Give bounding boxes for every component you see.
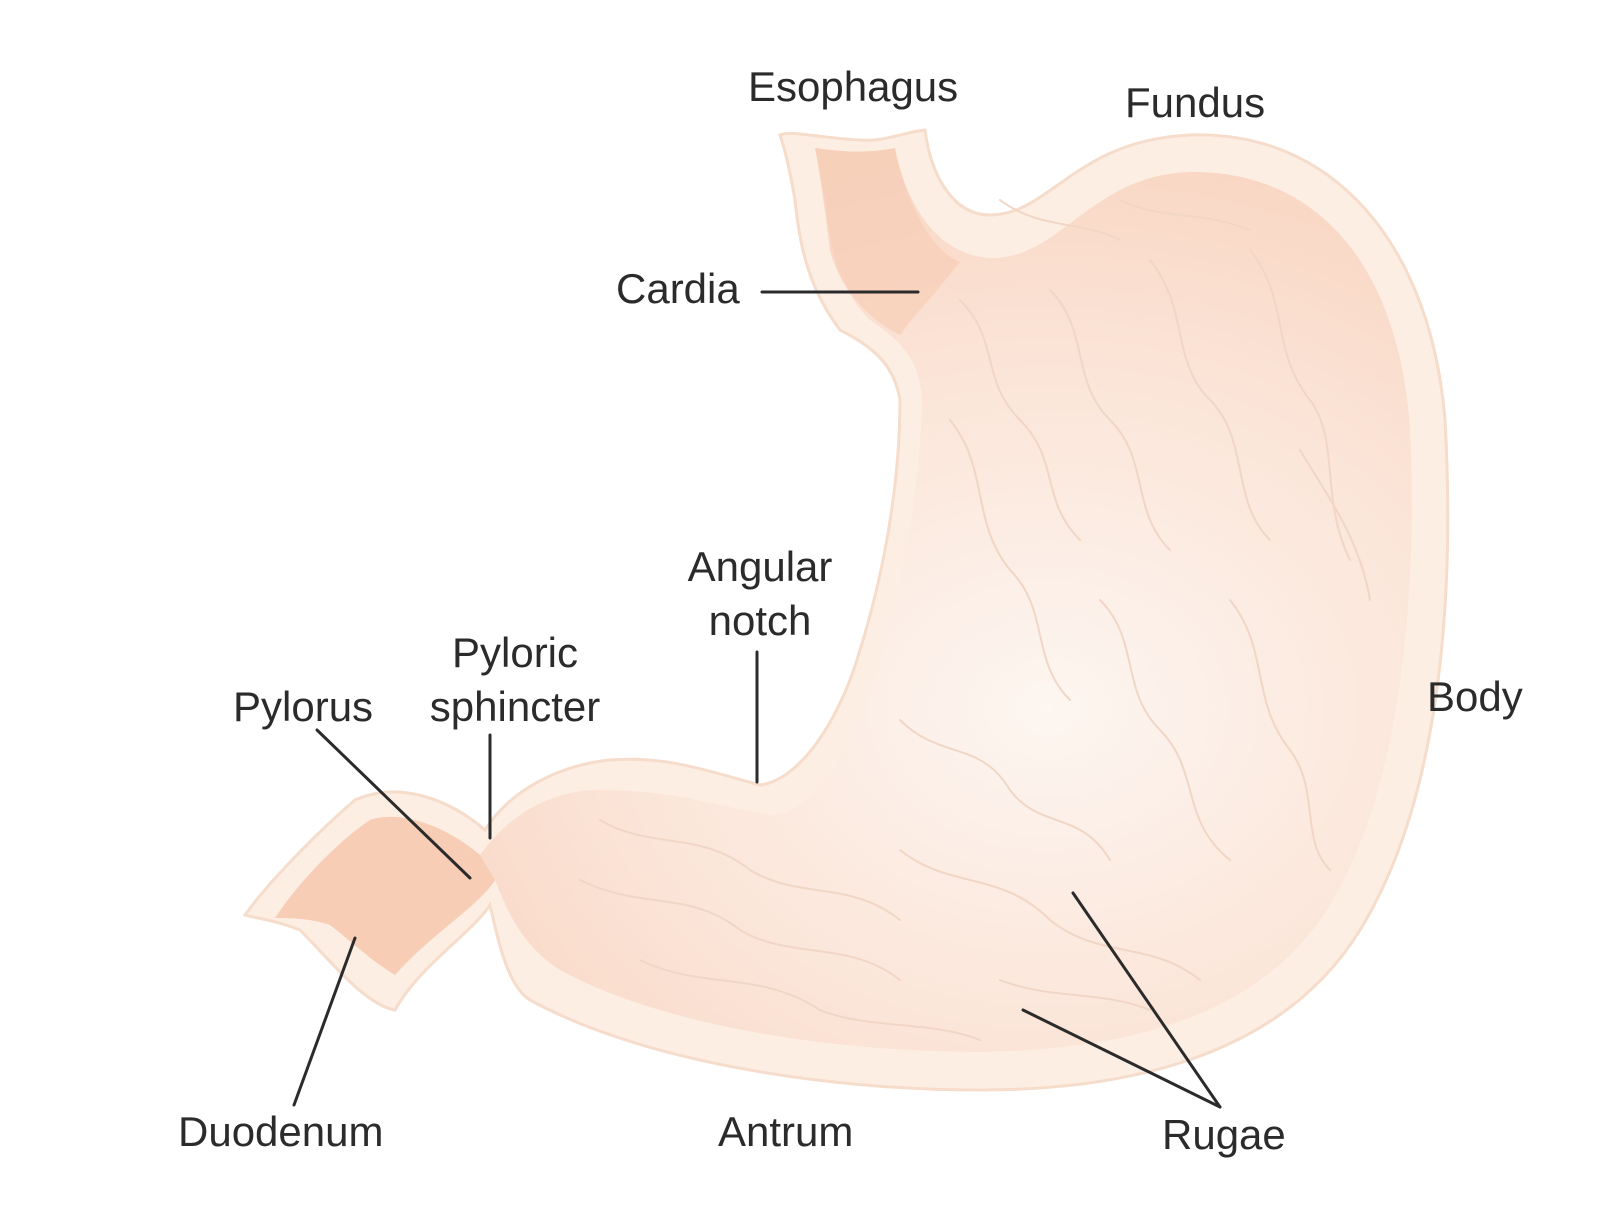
label-pyloric-sphincter-line1: Pyloric xyxy=(451,629,579,676)
label-body: Body xyxy=(1427,673,1523,720)
label-angular-notch-line1: Angular xyxy=(687,543,833,590)
rugae-leader-1 xyxy=(1071,891,1222,1109)
label-pyloric-sphincter: Pyloric sphincter xyxy=(410,626,620,734)
rugae-folds xyxy=(579,199,1371,1041)
label-pyloric-sphincter-line2: sphincter xyxy=(429,683,601,730)
duodenum-lining xyxy=(275,816,495,975)
pylorus-leader xyxy=(315,728,472,880)
esophagus-lining xyxy=(815,148,960,335)
stomach-inner-lining xyxy=(275,148,1412,1052)
label-antrum: Antrum xyxy=(718,1108,854,1155)
label-pylorus: Pylorus xyxy=(233,683,374,730)
label-rugae: Rugae xyxy=(1162,1111,1286,1158)
label-esophagus: Esophagus xyxy=(748,63,959,110)
label-fundus: Fundus xyxy=(1125,79,1266,126)
label-cardia: Cardia xyxy=(616,265,740,312)
rugae-leader-2 xyxy=(1021,1008,1222,1109)
label-angular-notch: Angular notch xyxy=(660,540,860,648)
label-duodenum: Duodenum xyxy=(178,1108,384,1155)
label-angular-notch-line2: notch xyxy=(708,597,812,644)
leader-lines xyxy=(292,290,1222,1109)
duodenum-leader xyxy=(292,936,357,1107)
